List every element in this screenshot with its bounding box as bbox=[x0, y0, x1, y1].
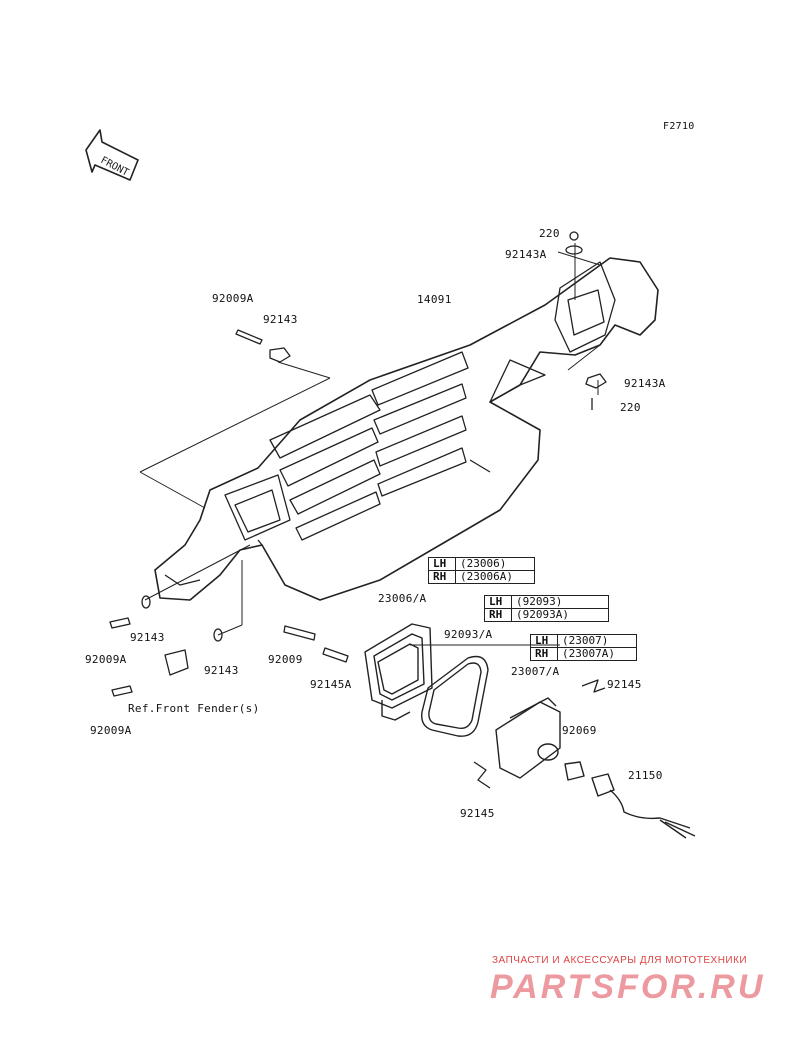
gasket-92093 bbox=[421, 655, 489, 737]
table-cell-side: RH bbox=[484, 608, 512, 622]
table-cell-part: (92093A) bbox=[511, 608, 609, 622]
table-cell-side: LH bbox=[484, 595, 512, 609]
front-arrow-text: FRONT bbox=[99, 155, 131, 179]
table-cell-part: (23007) bbox=[557, 634, 637, 648]
table-cell-part: (92093) bbox=[511, 595, 609, 609]
label-92069: 92069 bbox=[562, 724, 597, 737]
table-cell-side: RH bbox=[530, 647, 558, 661]
label-92143-top: 92143 bbox=[263, 313, 298, 326]
table-row: RH (92093A) bbox=[484, 608, 609, 622]
table-cell-part: (23006A) bbox=[455, 570, 535, 584]
table-row: RH (23006A) bbox=[428, 570, 535, 584]
front-arrow-icon: FRONT bbox=[85, 129, 139, 181]
label-23006A: 23006/A bbox=[378, 592, 427, 605]
table-cell-part: (23007A) bbox=[557, 647, 637, 661]
label-14091: 14091 bbox=[417, 293, 452, 306]
label-92143-mid: 92143 bbox=[204, 664, 239, 677]
headlight-unit-23007 bbox=[495, 697, 585, 781]
headlight-bezel-23006 bbox=[364, 623, 433, 721]
table-92093: LH (92093) RH (92093A) bbox=[484, 595, 609, 622]
label-220-top: 220 bbox=[539, 227, 560, 240]
harness-21150 bbox=[591, 773, 696, 839]
label-ref-front-fender: Ref.Front Fender(s) bbox=[128, 702, 260, 715]
table-cell-side: LH bbox=[428, 557, 456, 571]
label-92143-left: 92143 bbox=[130, 631, 165, 644]
table-cell-side: RH bbox=[428, 570, 456, 584]
table-cell-part: (23006) bbox=[455, 557, 535, 571]
watermark-tagline: ЗАПЧАСТИ И АКСЕССУАРЫ ДЛЯ МОТОТЕХНИКИ bbox=[492, 955, 748, 966]
table-row: RH (23007A) bbox=[530, 647, 637, 661]
label-92143A-right: 92143A bbox=[624, 377, 666, 390]
table-row: LH (23006) bbox=[428, 557, 535, 571]
table-23007: LH (23007) RH (23007A) bbox=[530, 634, 637, 661]
table-23006: LH (23006) RH (23006A) bbox=[428, 557, 535, 584]
label-92009A-left: 92009A bbox=[85, 653, 127, 666]
label-92143A-top: 92143A bbox=[505, 248, 547, 261]
watermark-logo: PARTSFOR.RU bbox=[490, 968, 766, 1006]
label-92009A-bottom: 92009A bbox=[90, 724, 132, 737]
label-92145-bottom: 92145 bbox=[460, 807, 495, 820]
label-92009: 92009 bbox=[268, 653, 303, 666]
figure-code: F2710 bbox=[663, 121, 695, 132]
label-220-right: 220 bbox=[620, 401, 641, 414]
label-92145A: 92145A bbox=[310, 678, 352, 691]
label-21150: 21150 bbox=[628, 769, 663, 782]
table-row: LH (92093) bbox=[484, 595, 609, 609]
leader-lines bbox=[139, 243, 601, 646]
label-92145-right: 92145 bbox=[607, 678, 642, 691]
label-92009A-top: 92009A bbox=[212, 292, 254, 305]
fastener-bolts bbox=[109, 231, 607, 697]
table-row: LH (23007) bbox=[530, 634, 637, 648]
spring-clips-92145 bbox=[473, 679, 606, 789]
label-23007A: 23007/A bbox=[511, 665, 560, 678]
headlight-cover-14091 bbox=[154, 257, 659, 601]
table-cell-side: LH bbox=[530, 634, 558, 648]
label-92093A: 92093/A bbox=[444, 628, 493, 641]
